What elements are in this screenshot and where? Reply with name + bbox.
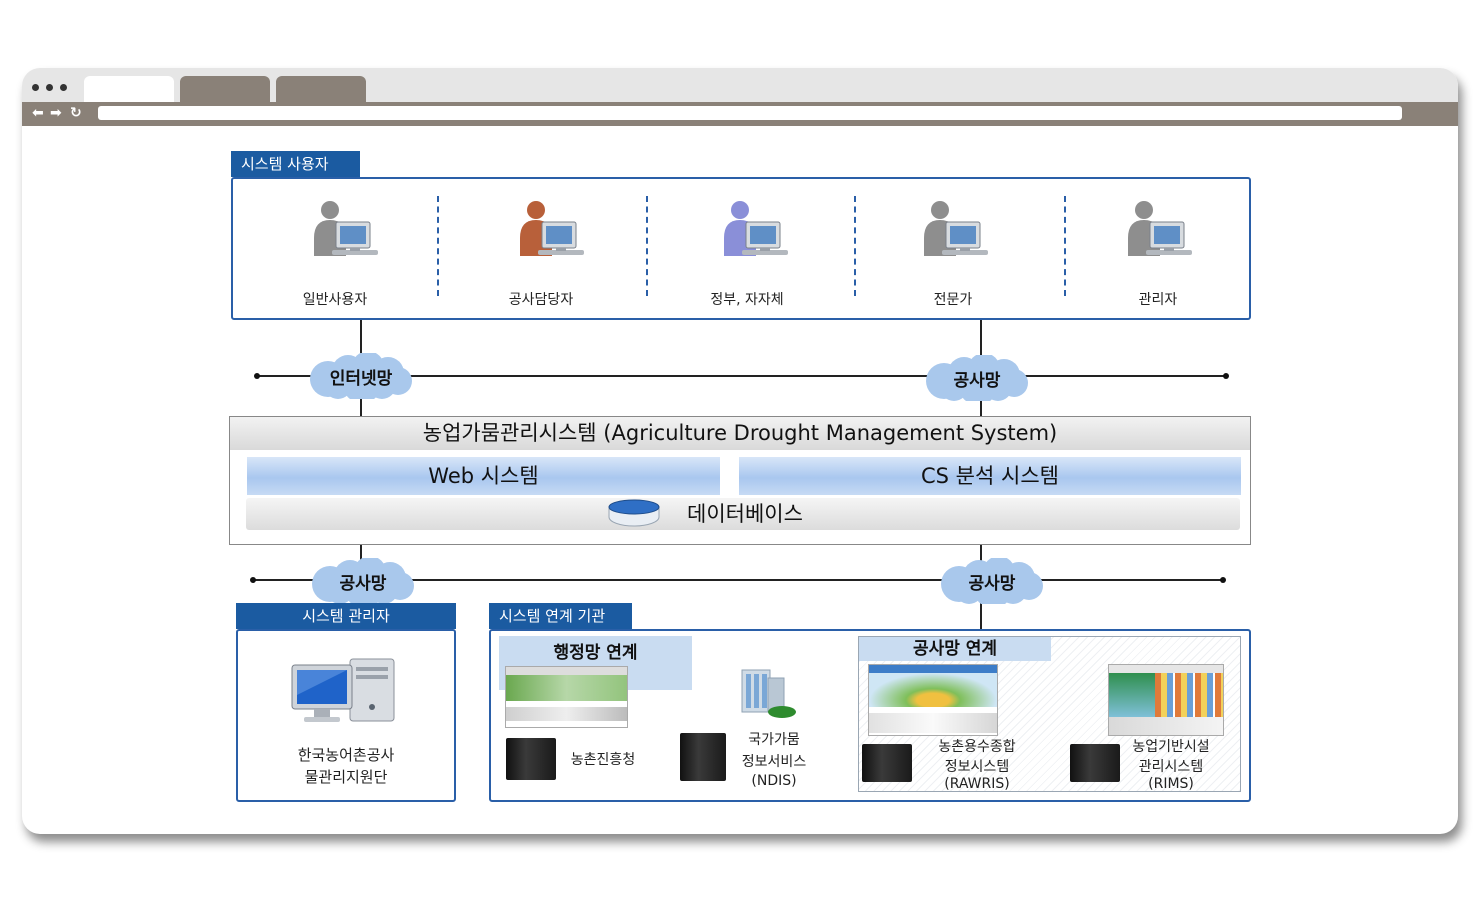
rawris-screenshot — [868, 664, 998, 736]
window-dot-icon[interactable] — [46, 84, 53, 91]
server-icon — [1070, 744, 1120, 782]
links-header: 시스템 연계 기관 — [489, 603, 632, 629]
network-label: 인터넷망 — [329, 369, 393, 389]
ndis-line3: (NDIS) — [751, 773, 797, 789]
line-end-dot — [250, 577, 256, 583]
user-label: 전문가 — [933, 292, 973, 308]
admin-org-line2: 물관리지원단 — [304, 768, 388, 786]
rawris-line2: 정보시스템 — [944, 759, 1010, 775]
user-icon — [724, 201, 788, 256]
reload-icon[interactable]: ↻ — [70, 105, 82, 121]
divider — [437, 196, 439, 296]
ndis-line2: 정보서비스 — [741, 754, 807, 770]
server-icon — [862, 744, 912, 782]
desktop-computer-icon — [291, 658, 395, 722]
forward-arrow-icon[interactable]: ➡ — [50, 105, 62, 121]
divider — [646, 196, 648, 296]
rims-line3: (RIMS) — [1148, 776, 1194, 792]
users-panel — [231, 177, 1251, 320]
divider — [854, 196, 856, 296]
line-end-dot — [1223, 373, 1229, 379]
back-arrow-icon[interactable]: ⬅ — [32, 105, 44, 121]
address-bar: ⬅ ➡ ↻ — [22, 102, 1458, 126]
user-icon — [924, 201, 988, 256]
cs-system-bar: CS 분석 시스템 — [739, 457, 1241, 495]
network-label: 공사망 — [339, 574, 387, 594]
rda-label: 농촌진흥청 — [570, 752, 636, 768]
links-panel — [489, 629, 1251, 802]
web-system-bar: Web 시스템 — [247, 457, 720, 495]
corp-net-label: 공사망 연계 — [859, 637, 1051, 661]
network-label: 공사망 — [953, 371, 1001, 391]
window-dot-icon[interactable] — [32, 84, 39, 91]
user-figure — [314, 201, 378, 256]
server-icon — [680, 733, 726, 781]
admin-panel — [236, 629, 456, 802]
user-label: 관리자 — [1138, 292, 1178, 308]
rda-screenshot — [505, 666, 628, 728]
cloud-icon — [312, 558, 414, 604]
tab-active[interactable] — [84, 76, 174, 104]
line-end-dot — [254, 373, 260, 379]
rims-screenshot — [1108, 664, 1224, 736]
admin-org-line1: 한국농어촌공사 — [297, 746, 395, 764]
rawris-line1: 농촌용수종합 — [938, 739, 1016, 755]
admin-net-label: 행정망 연계 — [553, 643, 638, 663]
network-label: 공사망 — [968, 574, 1016, 594]
network-line — [258, 375, 1226, 377]
tab-bar — [22, 68, 1458, 104]
tab-inactive[interactable] — [180, 76, 270, 104]
url-field[interactable] — [98, 106, 1402, 120]
users-header: 시스템 사용자 — [231, 151, 360, 177]
user-label: 정부, 자자체 — [710, 292, 784, 308]
system-title-bar — [230, 417, 1250, 450]
user-label: 공사담당자 — [508, 292, 574, 308]
database-bar — [246, 498, 1240, 530]
rims-line1: 농업기반시설 — [1132, 739, 1210, 755]
user-icon — [314, 201, 378, 256]
cloud-icon — [941, 558, 1043, 604]
user-label: 일반사용자 — [302, 292, 368, 308]
window-dot-icon[interactable] — [60, 84, 67, 91]
cloud-icon — [310, 353, 412, 399]
database-icon — [608, 499, 660, 527]
network-line — [254, 579, 1224, 581]
server-icon — [506, 738, 556, 780]
tab-inactive[interactable] — [276, 76, 366, 104]
building-icon — [741, 669, 796, 718]
database-label: 데이터베이스 — [687, 502, 803, 526]
divider — [1064, 196, 1066, 296]
user-icon — [1128, 201, 1192, 256]
system-title: 농업가뭄관리시스템 (Agriculture Drought Managemen… — [422, 421, 1058, 445]
rims-line2: 관리시스템 — [1138, 759, 1204, 775]
admin-header: 시스템 관리자 — [236, 603, 456, 629]
ndis-line1: 국가가뭄 — [748, 732, 800, 748]
user-icon — [520, 201, 584, 256]
cloud-icon — [926, 355, 1028, 401]
line-end-dot — [1220, 577, 1226, 583]
rawris-line3: (RAWRIS) — [944, 776, 1010, 792]
